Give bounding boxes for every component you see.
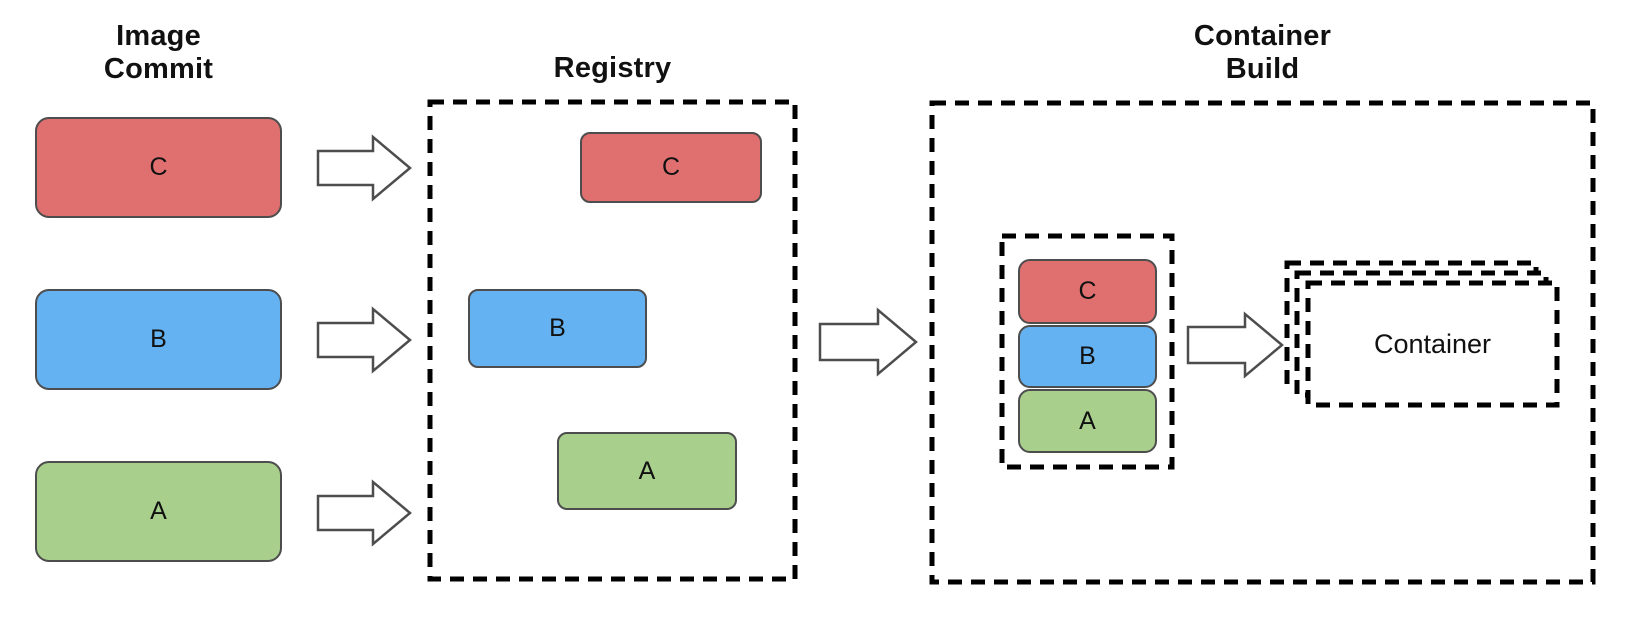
container-card-front [1305,280,1560,408]
container-build-title-line1: Container [1193,20,1332,52]
image-commit-title: Image Commit [35,20,282,86]
right-arrow-icon-commit-b [316,306,412,374]
build-stack-box-c-label: C [1078,277,1097,305]
container-build-title: Container Build [932,20,1593,86]
registry-box-b: B [468,289,647,368]
image-commit-title-line1: Image [116,20,201,52]
registry-box-c-label: C [661,153,681,181]
build-stack-box-a: A [1018,389,1157,453]
right-arrow-icon-stack-to-container [1186,311,1284,379]
image-commit-title-line2: Commit [103,53,214,85]
build-stack-box-b: B [1018,325,1157,388]
registry-box-a-label: A [638,456,656,485]
right-arrow-icon-commit-c [316,134,412,202]
image-commit-box-a: A [35,461,282,562]
registry-box-a: A [557,432,737,510]
container-build-title-line2: Build [1225,53,1300,85]
container-card-label: Container [1373,328,1492,359]
registry-box-c: C [580,132,762,203]
image-commit-box-c-label: C [149,153,168,181]
image-commit-box-c: C [35,117,282,218]
build-stack-box-c: C [1018,259,1157,324]
registry-title-line1: Registry [553,52,672,84]
right-arrow-icon-registry-to-build [818,307,918,377]
registry-box-b-label: B [549,314,566,342]
registry-dashed-border [427,99,798,582]
build-stack-box-a-label: A [1079,406,1096,435]
image-commit-box-b: B [35,289,282,390]
image-commit-box-a-label: A [150,497,167,525]
image-stack-dashed-border [999,233,1175,470]
registry-title: Registry [430,52,795,85]
container-build-dashed-border [929,100,1596,585]
right-arrow-icon-commit-a [316,479,412,547]
build-stack-box-b-label: B [1079,342,1096,370]
image-commit-box-b-label: B [150,325,167,353]
